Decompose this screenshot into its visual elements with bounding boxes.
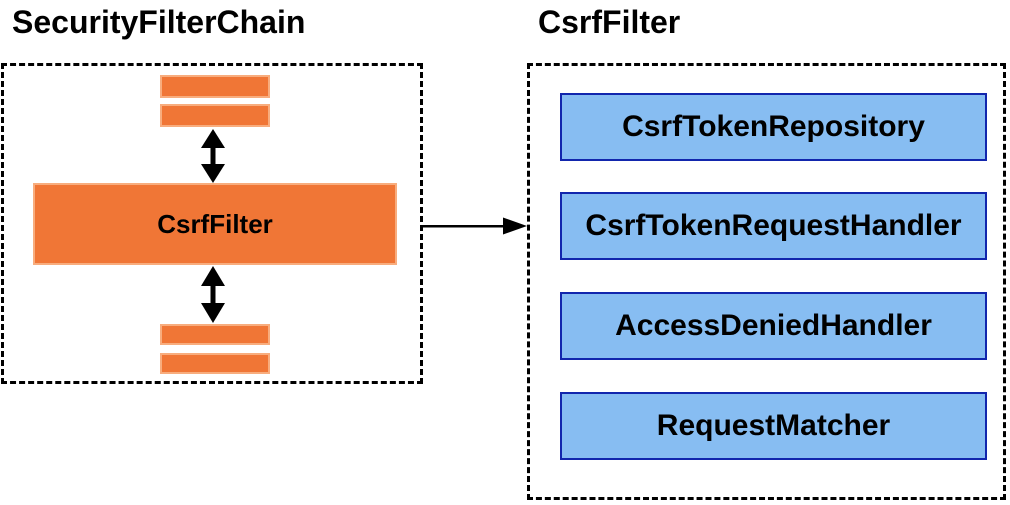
csrf-filter-detail-container: CsrfTokenRepository CsrfTokenRequestHand…	[527, 63, 1006, 500]
component-box-csrf-token-repository: CsrfTokenRepository	[560, 93, 987, 161]
bidirectional-arrow-icon	[200, 129, 226, 183]
component-label: AccessDeniedHandler	[615, 309, 932, 342]
component-label: CsrfTokenRepository	[622, 110, 925, 143]
csrf-filter-title: CsrfFilter	[538, 4, 681, 40]
filter-placeholder-bar	[160, 104, 270, 127]
component-label: CsrfTokenRequestHandler	[585, 209, 962, 242]
component-box-csrf-token-request-handler: CsrfTokenRequestHandler	[560, 192, 987, 260]
filter-placeholder-bar	[160, 75, 270, 98]
csrf-filter-node: CsrfFilter	[33, 183, 397, 265]
security-filter-chain-container: CsrfFilter	[1, 63, 423, 384]
flow-arrow-icon	[423, 214, 527, 238]
component-box-request-matcher: RequestMatcher	[560, 392, 987, 460]
filter-placeholder-bar	[160, 324, 270, 345]
component-label: RequestMatcher	[656, 409, 891, 442]
bidirectional-arrow-icon	[200, 266, 226, 323]
filter-placeholder-bar	[160, 353, 270, 374]
security-filter-chain-title: SecurityFilterChain	[12, 4, 306, 40]
component-box-access-denied-handler: AccessDeniedHandler	[560, 292, 987, 360]
csrf-filter-node-label: CsrfFilter	[157, 208, 273, 239]
